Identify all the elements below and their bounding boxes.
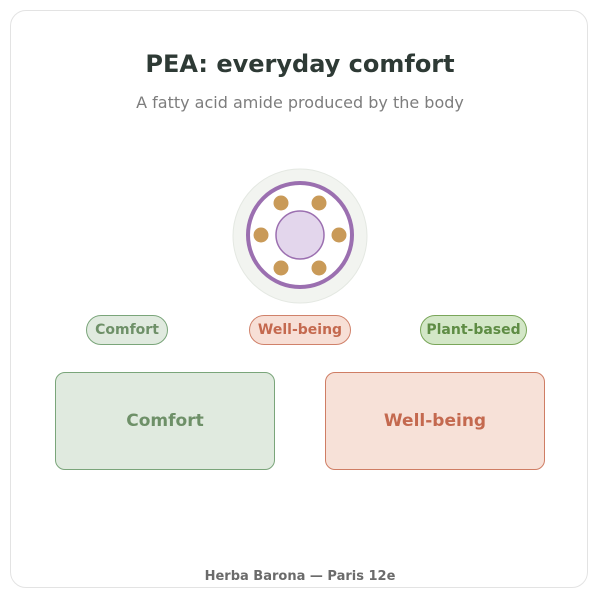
tag-plant-based: Plant-based [420, 315, 527, 345]
well-being-box: Well-being [325, 372, 545, 470]
molecule-atom [253, 227, 269, 243]
molecule-core [275, 210, 325, 260]
footer-credit: Herba Barona — Paris 12e [204, 569, 396, 584]
well-being-box-label: Well-being [383, 411, 487, 431]
molecule-ring-icon [230, 166, 370, 306]
molecule-atom [311, 260, 327, 276]
tag-comfort: Comfort [86, 315, 168, 345]
tag-well-being: Well-being [249, 315, 351, 345]
comfort-box-label: Comfort [126, 411, 204, 431]
page-title: PEA: everyday comfort [145, 50, 455, 78]
molecule-atom [331, 227, 347, 243]
molecule-atom [311, 195, 327, 211]
molecule-atom [273, 195, 289, 211]
comfort-box: Comfort [55, 372, 275, 470]
molecule-ring-graphic [232, 168, 368, 304]
molecule-atom [273, 260, 289, 276]
page-subtitle: A fatty acid amide produced by the body [136, 93, 464, 112]
